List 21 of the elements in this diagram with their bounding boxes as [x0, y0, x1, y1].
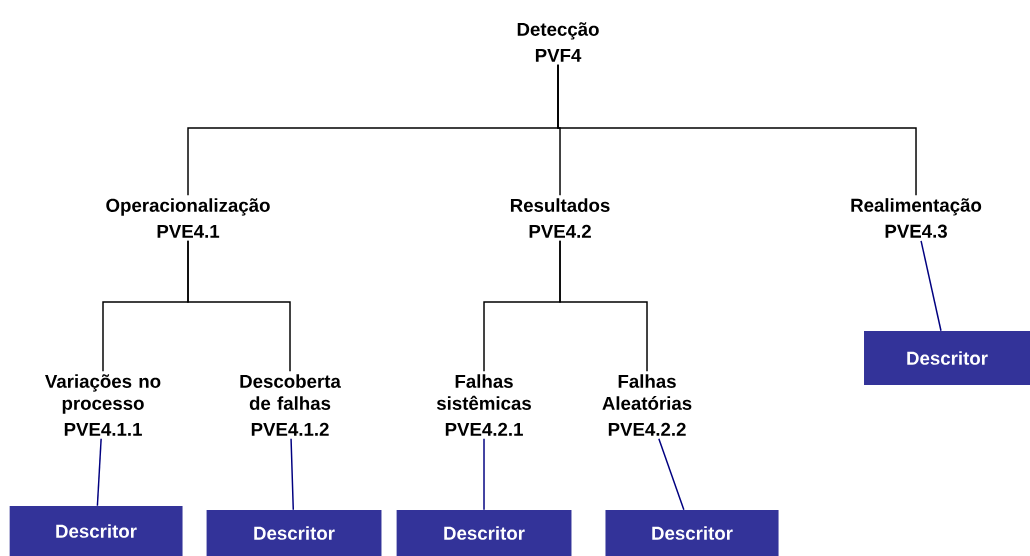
node-label: Falhas Aleatórias PVE4.2.2	[602, 374, 692, 436]
descriptor-box: Descritor	[605, 510, 779, 556]
node-label: Falhas sistêmicas PVE4.2.1	[436, 374, 531, 436]
connector-line	[559, 239, 648, 373]
descriptor-box: Descritor	[396, 510, 572, 556]
node-label: Operacionalização PVE4.1	[106, 198, 270, 238]
connector-line	[557, 63, 917, 196]
connector-line	[658, 437, 685, 511]
node-label: Detecção PVF4	[517, 22, 599, 62]
node-label: Resultados PVE4.2	[510, 198, 610, 238]
connector-line	[290, 437, 294, 511]
node-label: Variações no processo PVE4.1.1	[45, 374, 161, 436]
descriptor-box: Descritor	[9, 506, 183, 556]
connector-line	[483, 437, 485, 511]
node-label: Realimentação PVE4.3	[851, 198, 982, 238]
node-label: Descoberta de falhas PVE4.1.2	[240, 374, 341, 436]
descriptor-box: Descritor	[206, 510, 382, 556]
connector-line	[96, 437, 102, 507]
connector-line	[187, 239, 291, 373]
descriptor-box: Descritor	[864, 331, 1030, 385]
connector-line	[920, 240, 942, 332]
